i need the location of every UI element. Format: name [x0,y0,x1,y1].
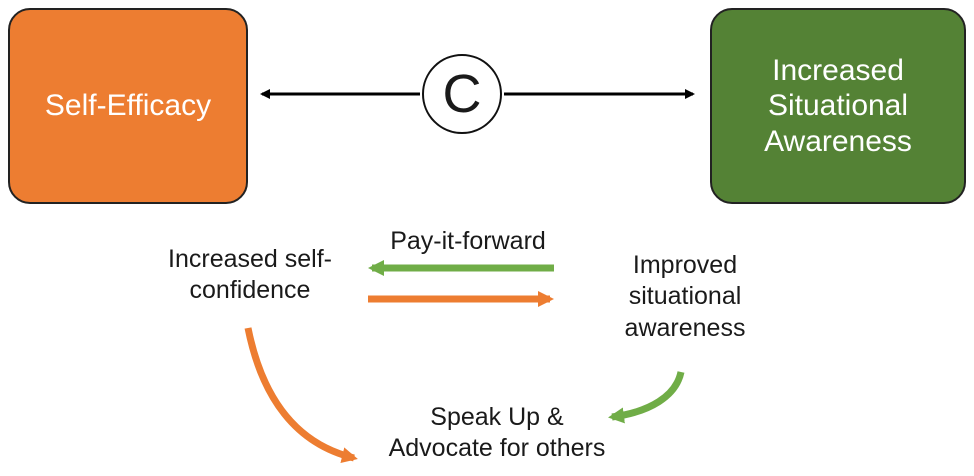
situational-awareness-box: Increased Situational Awareness [710,8,966,204]
improved-awareness-label: Improved situational awareness [624,251,746,342]
confidence-to-speakup-arrow [244,327,358,463]
connector-symbol: C [442,64,482,124]
self-efficacy-box: Self-Efficacy [8,8,248,204]
increased-confidence-label: Increased self- confidence [168,245,332,305]
self-efficacy-label: Self-Efficacy [44,89,212,123]
speak-up-label: Speak Up & Advocate for others [388,403,606,463]
pay-it-forward-label: Pay-it-forward [390,227,546,255]
connector-circle: C [422,54,502,134]
awareness-to-speakup-arrow [608,371,685,424]
situational-awareness-label: Increased Situational Awareness [764,54,912,158]
